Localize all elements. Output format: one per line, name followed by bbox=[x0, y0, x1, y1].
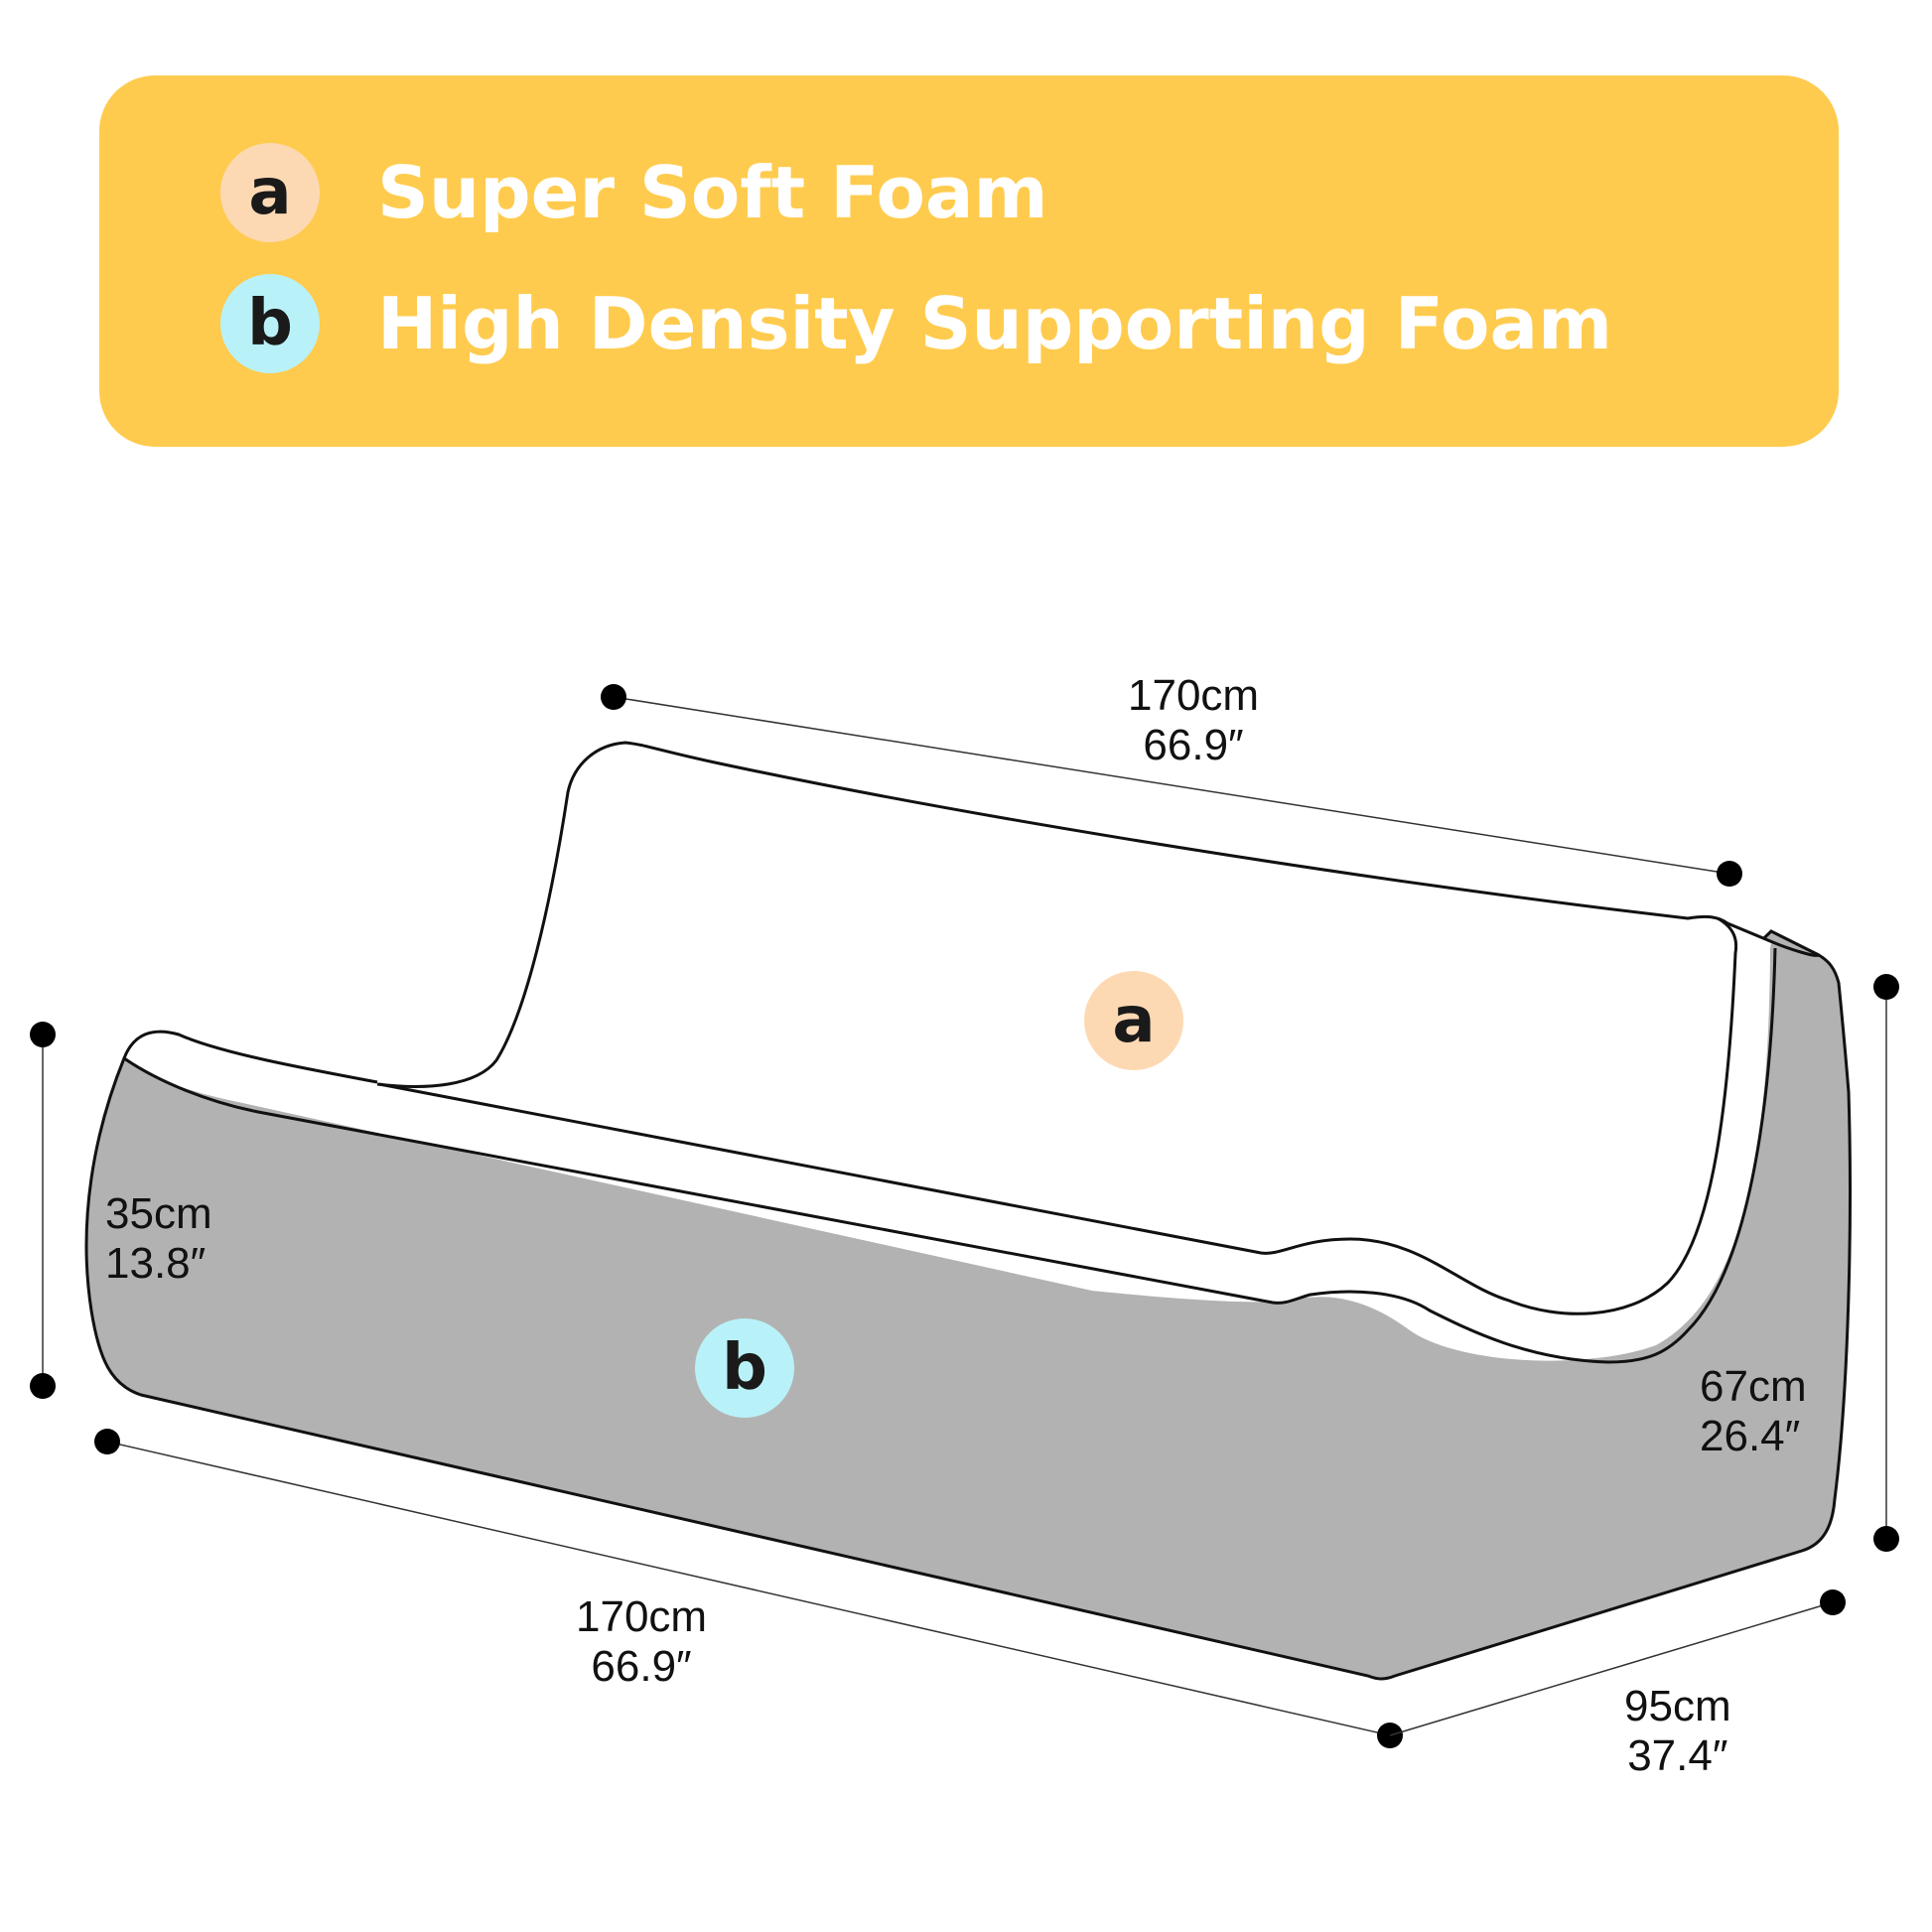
dim-right-cm: 67cm bbox=[1700, 1362, 1807, 1411]
dim-dot bbox=[30, 1373, 56, 1399]
dim-left-inch: 13.8″ bbox=[105, 1239, 207, 1288]
cushion-outline bbox=[122, 1030, 378, 1084]
dim-dot bbox=[1873, 974, 1899, 1000]
soft-foam-cushion bbox=[124, 743, 1771, 1361]
dim-bottom-cm: 170cm bbox=[576, 1592, 708, 1641]
dim-top-cm: 170cm bbox=[1128, 671, 1260, 720]
dim-line-depth bbox=[1389, 1601, 1834, 1736]
dim-right-inch: 26.4″ bbox=[1700, 1412, 1801, 1460]
dim-dot bbox=[1717, 861, 1742, 887]
support-foam-base bbox=[84, 929, 1852, 1681]
backrest-outline bbox=[376, 741, 1821, 1088]
dim-depth-cm: 95cm bbox=[1624, 1682, 1731, 1730]
seat-line bbox=[378, 916, 1738, 1315]
legend-item-support-foam: b High Density Supporting Foam bbox=[220, 274, 1612, 373]
marker-support-foam: b bbox=[695, 1318, 794, 1418]
legend-label-soft-foam: Super Soft Foam bbox=[377, 151, 1048, 234]
dim-label-depth: 95cm 37.4″ bbox=[1624, 1682, 1731, 1781]
dim-line-bottom bbox=[106, 1441, 1391, 1736]
legend-badge-b: b bbox=[220, 274, 320, 373]
dim-line-top bbox=[613, 696, 1730, 875]
dim-label-right: 67cm 26.4″ bbox=[1700, 1362, 1807, 1461]
dim-left-cm: 35cm bbox=[105, 1189, 212, 1238]
legend-badge-a: a bbox=[220, 143, 320, 242]
dim-label-top: 170cm 66.9″ bbox=[1128, 671, 1259, 770]
dim-bottom-inch: 66.9″ bbox=[591, 1642, 692, 1691]
dim-depth-inch: 37.4″ bbox=[1627, 1731, 1728, 1780]
dim-dot bbox=[1873, 1526, 1899, 1552]
dim-dot bbox=[94, 1429, 120, 1454]
legend-label-support-foam: High Density Supporting Foam bbox=[377, 282, 1613, 365]
marker-soft-foam: a bbox=[1084, 971, 1183, 1070]
legend-item-soft-foam: a Super Soft Foam bbox=[220, 143, 1048, 242]
dim-label-left: 35cm 13.8″ bbox=[105, 1189, 212, 1289]
legend-panel: a Super Soft Foam b High Density Support… bbox=[99, 75, 1839, 447]
dim-dot bbox=[30, 1022, 56, 1047]
dim-dot bbox=[1820, 1589, 1846, 1615]
dim-top-inch: 66.9″ bbox=[1143, 721, 1244, 769]
front-edge-line bbox=[123, 947, 1777, 1364]
dim-label-bottom: 170cm 66.9″ bbox=[576, 1592, 707, 1692]
dim-dot bbox=[601, 684, 626, 710]
